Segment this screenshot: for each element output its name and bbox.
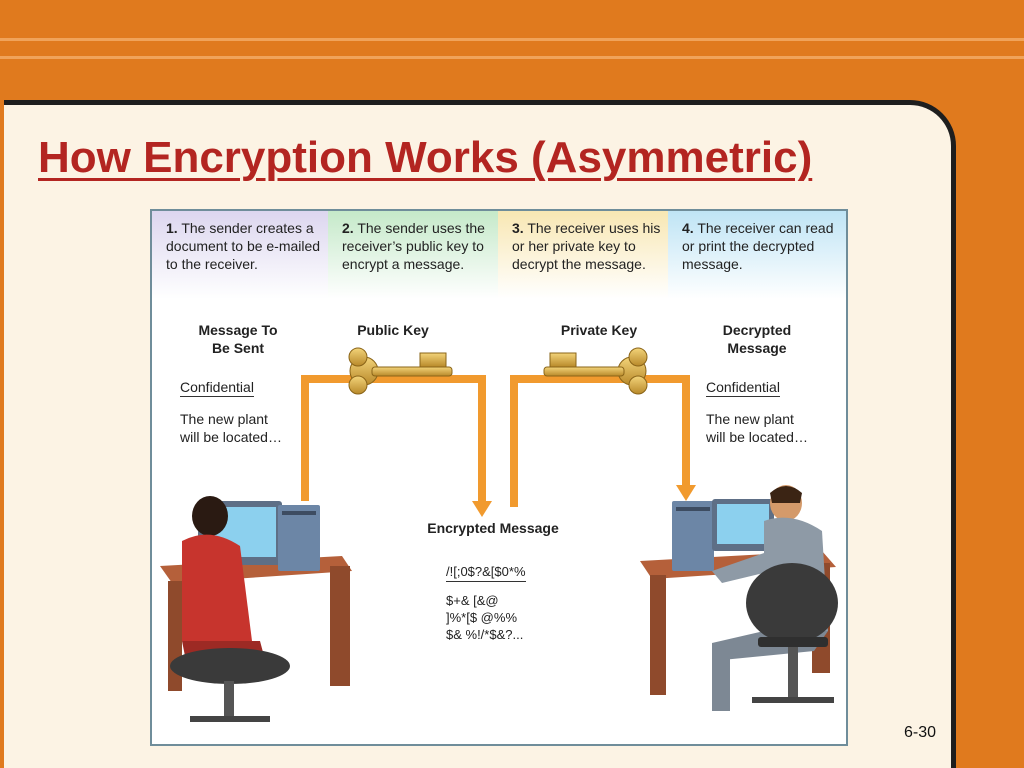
step-1-text: The sender creates a document to be e-ma… (166, 220, 321, 272)
step-4-text: The receiver can read or print the decry… (682, 220, 834, 272)
encryption-diagram: 1. The sender creates a document to be e… (150, 209, 848, 746)
public-key-icon (348, 347, 453, 395)
receiver-person-illustration (640, 485, 838, 711)
step-3: 3. The receiver uses his or her private … (498, 211, 668, 299)
arrow-sender-to-encrypted (301, 375, 486, 503)
private-key-label: Private Key (560, 322, 638, 338)
diagram-graphics (160, 347, 838, 722)
cipher-line-4: $& %!/*$&?... (446, 627, 524, 642)
private-key-icon (543, 347, 648, 395)
page-number: 6-30 (904, 724, 937, 741)
step-2-number: 2. (342, 220, 354, 236)
encrypted-message-label: Encrypted Message (427, 520, 559, 536)
step-3-text: The receiver uses his or her private key… (512, 220, 661, 272)
cipher-line-2: $+& [&@ (446, 593, 499, 608)
step-2-text: The sender uses the receiver’s public ke… (342, 220, 485, 272)
arrow-encrypted-to-receiver (510, 375, 690, 507)
step-1: 1. The sender creates a document to be e… (152, 211, 328, 299)
cipher-text: /![;0$?&[$0*% $+& [&@ ]%*[$ @%% $& %!/*$… (446, 563, 526, 643)
step-2: 2. The sender uses the receiver’s public… (328, 211, 498, 299)
slide-title: How Encryption Works (Asymmetric) (38, 133, 813, 182)
arrow-head-receiver (676, 485, 696, 501)
sender-doc-body: The new plant will be located… (180, 411, 282, 445)
step-4-number: 4. (682, 220, 694, 236)
arrow-head-encrypted (472, 501, 492, 517)
sender-doc-heading: Confidential (180, 379, 254, 397)
decrypted-message-label: Decrypted Message (722, 322, 792, 356)
sender-person-illustration (160, 496, 352, 722)
message-to-be-sent-label: Message To Be Sent (198, 322, 278, 356)
public-key-label: Public Key (357, 322, 429, 338)
receiver-doc-heading: Confidential (706, 379, 780, 397)
step-4: 4. The receiver can read or print the de… (668, 211, 846, 299)
receiver-doc-body: The new plant will be located… (706, 411, 808, 445)
step-1-number: 1. (166, 220, 178, 236)
cipher-line-3: ]%*[$ @%% (446, 610, 517, 625)
cipher-line-1: /![;0$?&[$0*% (446, 563, 526, 582)
step-3-number: 3. (512, 220, 524, 236)
